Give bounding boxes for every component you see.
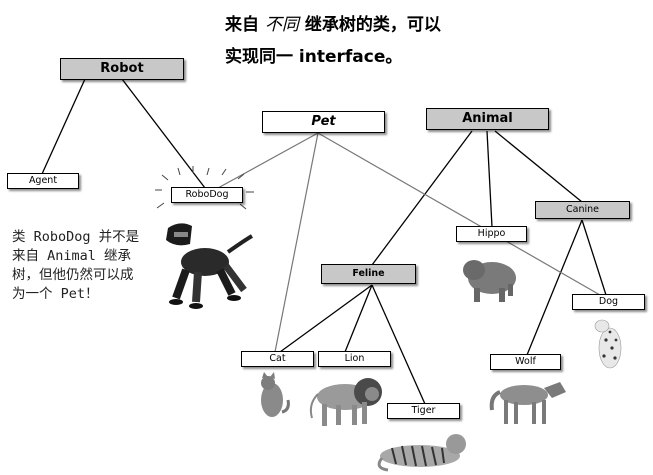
tiger-image (377, 434, 466, 472)
heading-text-a: 来自 (225, 15, 259, 35)
inheritance-links (41, 78, 607, 405)
cat-image (261, 372, 290, 417)
interface-links (217, 132, 601, 353)
node-dog: Dog (572, 294, 645, 310)
link-robot-agent (41, 78, 86, 175)
node-canine: Canine (535, 201, 630, 219)
sparkle-icon (155, 166, 254, 210)
lion-image (309, 378, 382, 426)
robodog-image (166, 223, 254, 309)
link-feline-cat (279, 284, 373, 353)
link-canine-wolf (526, 219, 583, 356)
heading-text-b: 继承树的类，可以 (304, 15, 441, 35)
note-line-1: 类 RoboDog 并不是 (12, 229, 140, 245)
node-agent: Agent (7, 173, 79, 189)
note-line-4: 为一个 Pet！ (12, 286, 99, 302)
link-pet-cat (274, 132, 319, 353)
node-pet: Pet (262, 111, 385, 133)
node-robodog: RoboDog (171, 187, 243, 203)
node-animal: Animal (426, 108, 549, 130)
link-feline-lion (344, 284, 373, 353)
heading-emphasis: 不同 (264, 15, 299, 35)
note-line-2: 来自 Animal 继承 (12, 248, 132, 264)
robodog-note: 类 RoboDog 并不是 来自 Animal 继承 树，但他仍然可以成 为一个… (12, 228, 172, 304)
link-pet-robodog (217, 132, 319, 189)
heading-line-1: 来自 不同 继承树的类，可以 (225, 10, 441, 35)
node-wolf: Wolf (490, 354, 561, 370)
hippo-image (463, 260, 516, 302)
link-animal-hippo (486, 130, 493, 228)
node-feline: Feline (321, 264, 416, 284)
node-robot: Robot (60, 58, 184, 80)
link-canine-dog (581, 219, 607, 296)
heading-line-2: 实现同一 interface。 (225, 47, 403, 67)
link-feline-tiger (371, 284, 426, 405)
link-animal-canine (494, 130, 583, 203)
link-animal-feline (371, 130, 473, 266)
node-cat: Cat (241, 351, 314, 367)
dalmatian-image (594, 319, 622, 369)
node-hippo: Hippo (456, 226, 527, 242)
wolf-image (489, 382, 566, 424)
note-line-3: 树，但他仍然可以成 (12, 267, 134, 283)
node-lion: Lion (318, 351, 391, 367)
link-pet-dog (317, 132, 601, 296)
link-robot-robodog (121, 78, 206, 189)
node-tiger: Tiger (387, 403, 460, 419)
